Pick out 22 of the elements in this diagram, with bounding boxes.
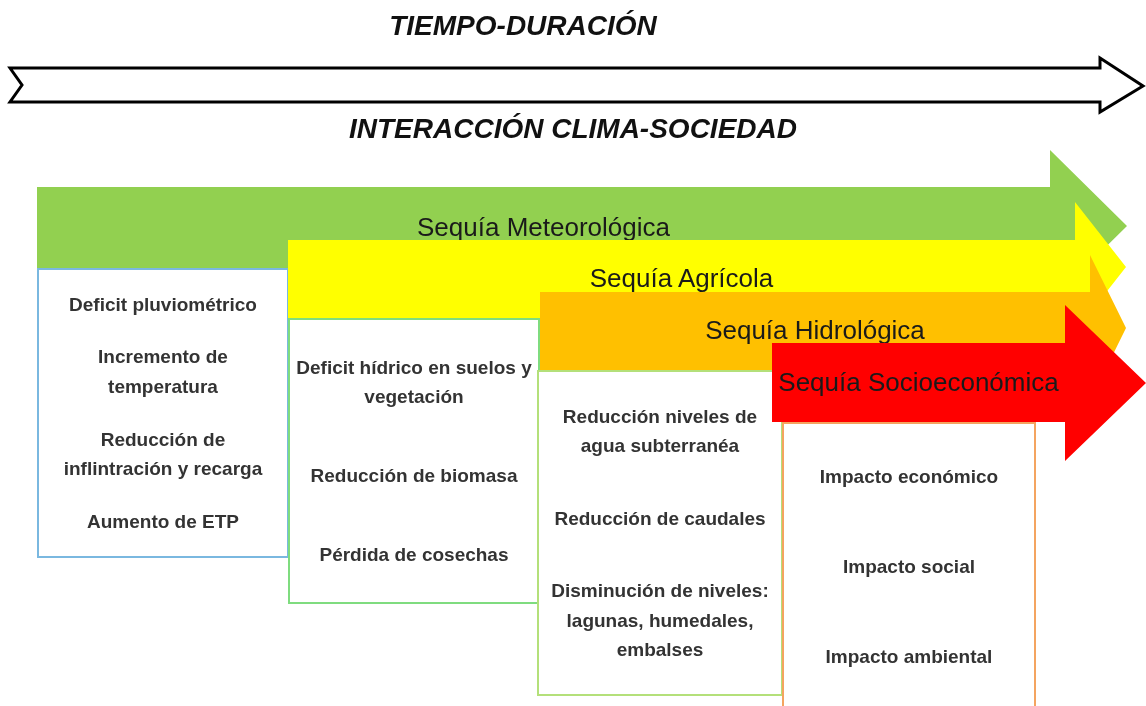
- box-text: Incremento de temperatura: [97, 345, 229, 399]
- band-label: Sequía Agrícola: [589, 264, 774, 294]
- box-text: Reducción de biomasa: [310, 464, 518, 488]
- box-text: Disminución de niveles: lagunas, humedales, embalses: [550, 579, 770, 662]
- box-text: Impacto económico: [819, 465, 999, 490]
- box-text: Reducción de inflintración y recarga: [62, 427, 264, 482]
- box-text: Pérdida de cosechas: [319, 542, 509, 567]
- band-label: Sequía Socioeconómica: [778, 367, 1059, 398]
- box-text: Impacto social: [843, 555, 975, 580]
- box-text: Impacto ambiental: [825, 645, 993, 670]
- box-text: Reducción niveles de agua subterranéa: [561, 404, 759, 458]
- box-text: Reducción de caudales: [554, 506, 766, 531]
- box-text: Deficit pluviométrico: [69, 292, 257, 317]
- box-text: Deficit hídrico en suelos y vegetación: [296, 355, 532, 410]
- band-label: Sequía Hidrológica: [705, 316, 925, 346]
- text-box: [288, 318, 540, 604]
- subtitle: INTERACCIÓN CLIMA-SOCIEDAD: [348, 113, 798, 145]
- text-box: [37, 268, 289, 558]
- band-label: Sequía Meteorológica: [417, 212, 670, 243]
- title: TIEMPO-DURACIÓN: [388, 10, 658, 42]
- text-box: [782, 422, 1036, 706]
- box-text: Aumento de ETP: [87, 509, 239, 534]
